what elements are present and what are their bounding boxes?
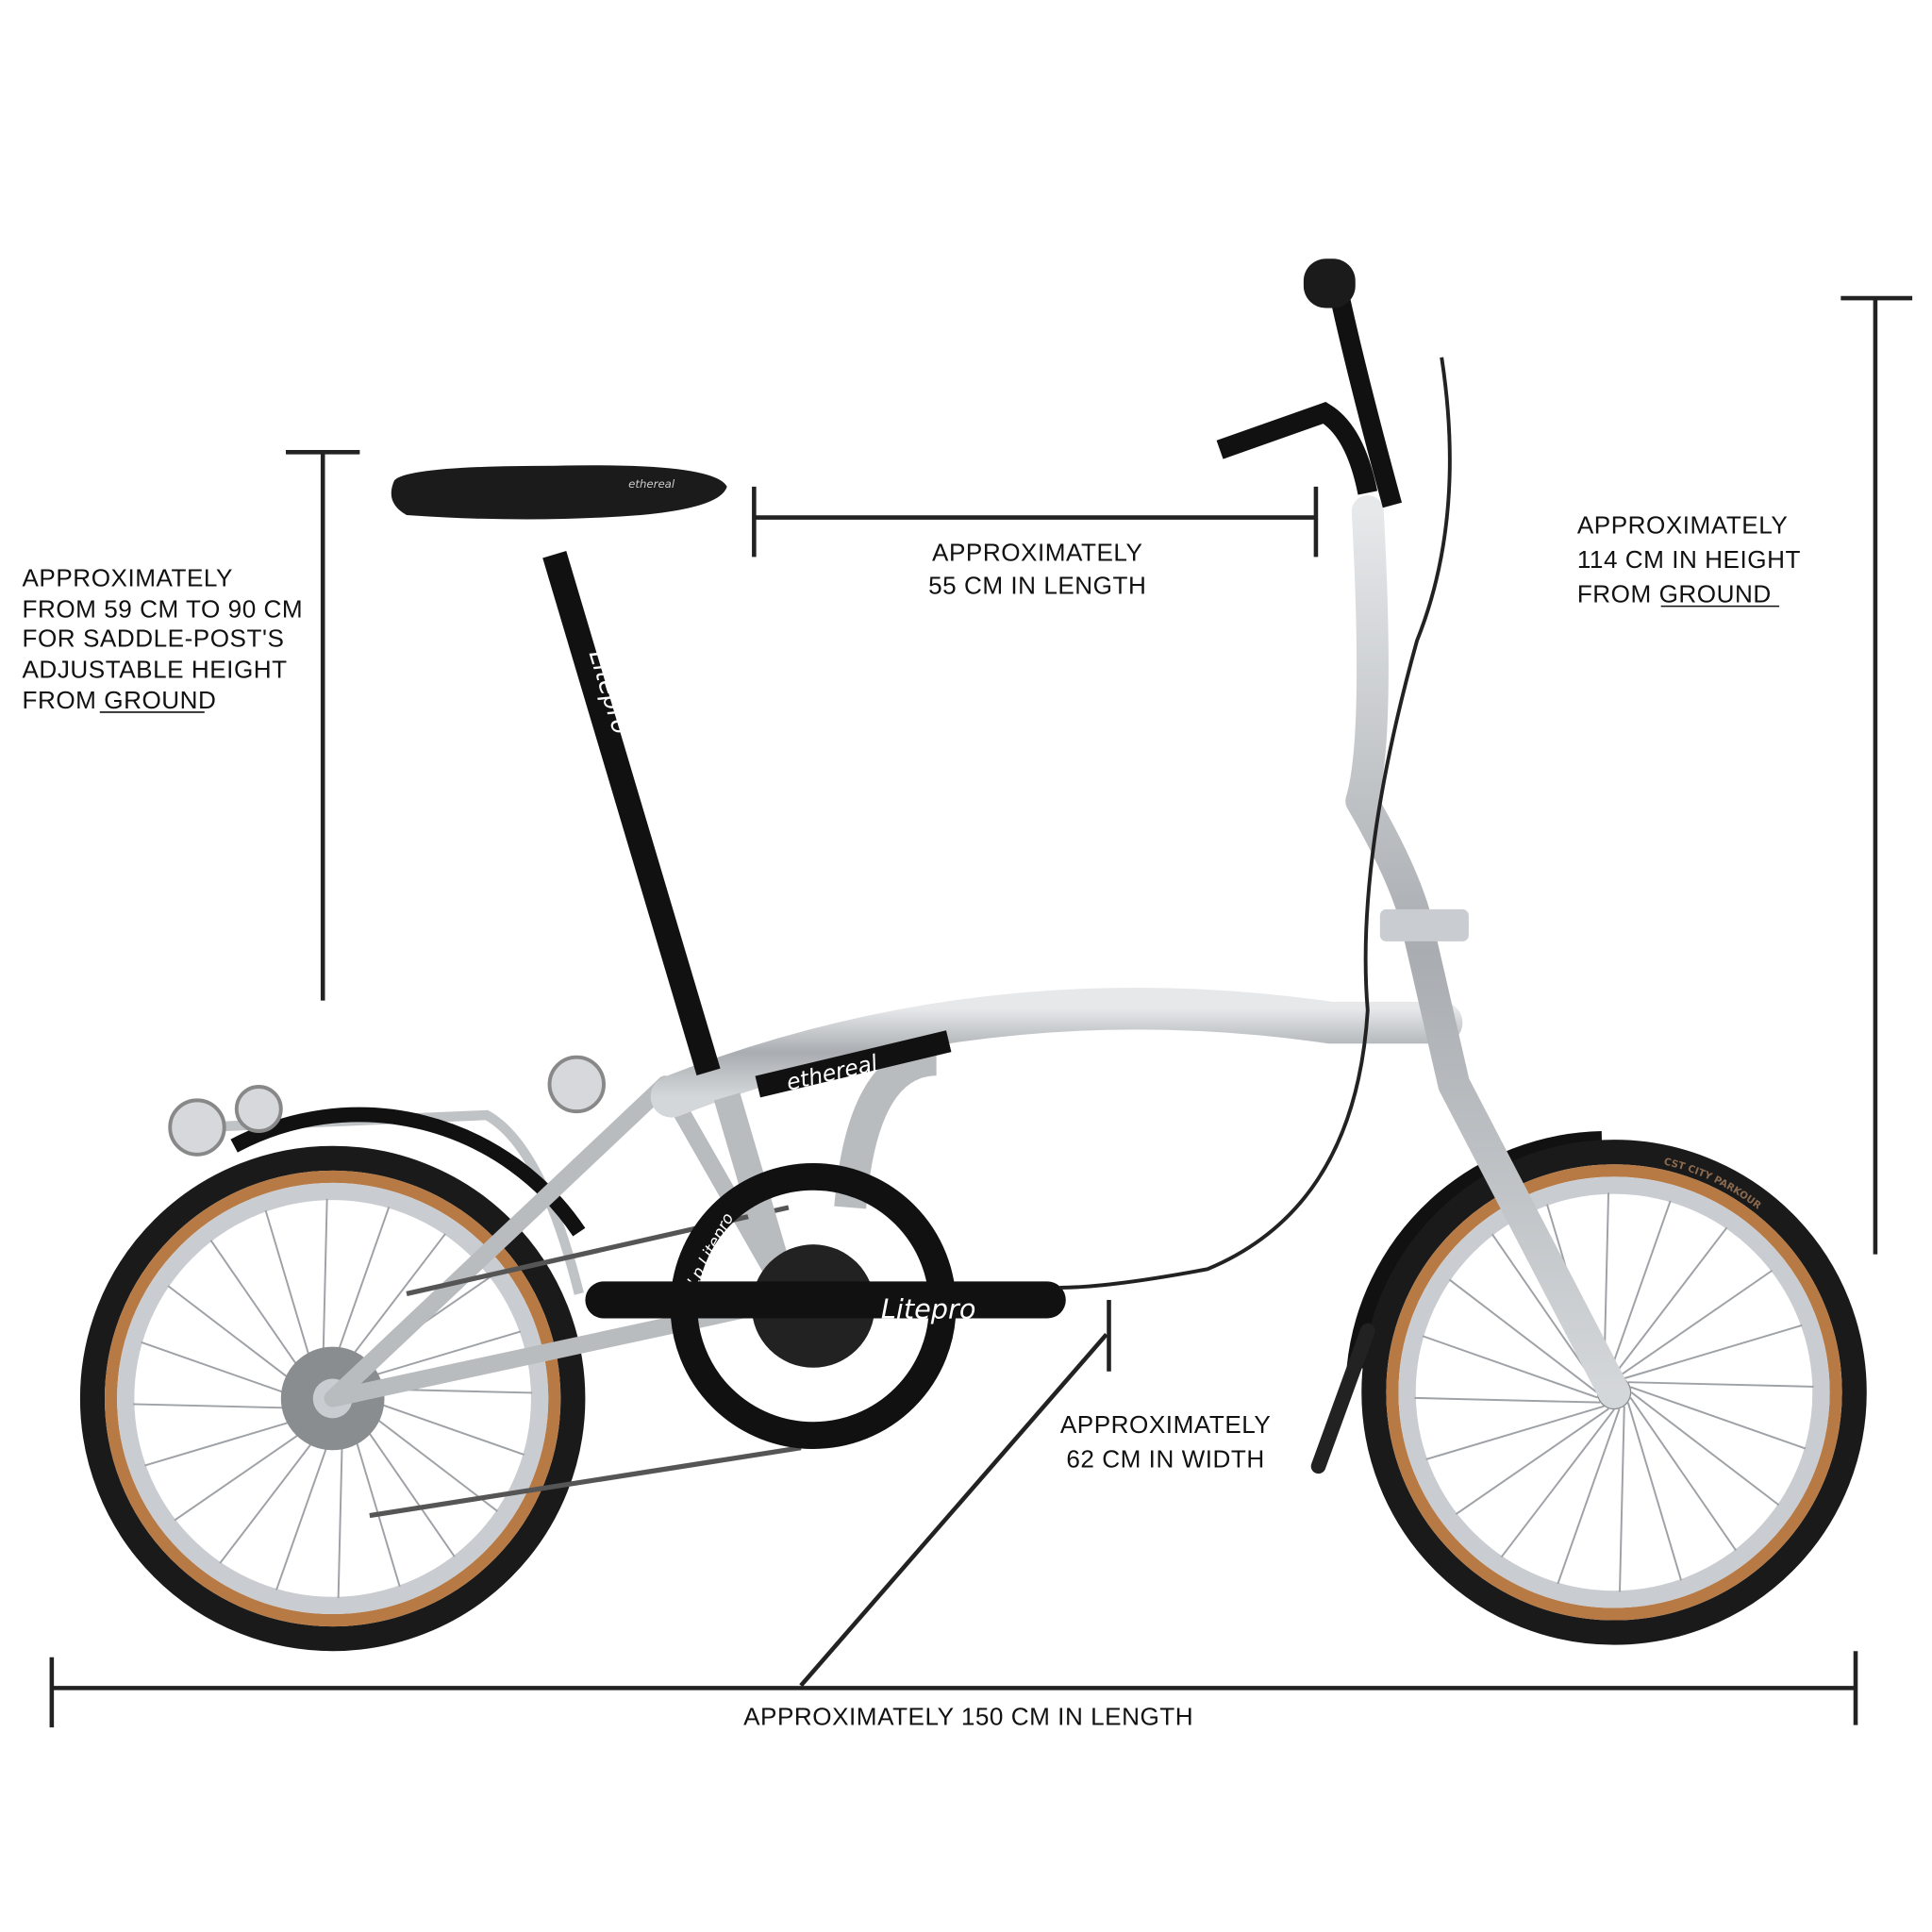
width-line-2: 62 CM IN WIDTH xyxy=(1066,1445,1264,1474)
spoke xyxy=(1624,1324,1803,1380)
width-line-1: APPROXIMATELY xyxy=(1060,1410,1271,1439)
spoke xyxy=(1557,1407,1621,1585)
saddle-logo: ethereal xyxy=(628,477,675,491)
width-dimension-line xyxy=(799,1299,1111,1688)
width-annotation: APPROXIMATELY 62 CM IN WIDTH xyxy=(1060,1410,1271,1474)
top-length-annotation: APPROXIMATELY 55 CM IN LENGTH xyxy=(928,538,1146,599)
spoke xyxy=(1500,1408,1615,1558)
front-wheel: CST CITY PARKOUR xyxy=(1346,1131,1867,1645)
saddle-height-dimension-line xyxy=(286,450,360,1001)
total-height-line-3: FROM GROUND xyxy=(1577,580,1772,608)
spoke xyxy=(1619,1406,1625,1592)
total-height-dimension-line xyxy=(1840,295,1913,1255)
spoke xyxy=(1414,1396,1601,1404)
spoke xyxy=(1422,1335,1598,1399)
saddle-height-line-3: FOR SADDLE-POST'S xyxy=(23,625,285,653)
spoke xyxy=(1425,1405,1605,1460)
spoke xyxy=(1626,1402,1683,1581)
spoke xyxy=(1613,1226,1728,1376)
saddle-height-line-2: FROM 59 CM TO 90 CM xyxy=(23,594,304,623)
folding-bike-illustration: CST CITY PARKOUR Lp Litepro Litepro Lite… xyxy=(79,258,1867,1652)
top-length-line-1: APPROXIMATELY xyxy=(932,538,1142,566)
spoke xyxy=(1629,1397,1737,1552)
total-height-annotation: APPROXIMATELY 114 CM IN HEIGHT FROM GROU… xyxy=(1577,511,1801,608)
spoke xyxy=(1630,1391,1780,1507)
top-length-dimension-line xyxy=(752,486,1319,558)
total-height-line-1: APPROXIMATELY xyxy=(1577,511,1788,540)
spoke xyxy=(1627,1381,1814,1388)
saddle-height-annotation: APPROXIMATELY FROM 59 CM TO 90 CM FOR SA… xyxy=(23,564,304,714)
spoke xyxy=(1607,1200,1672,1376)
rear-wheel xyxy=(79,1145,586,1652)
spoke xyxy=(1455,1407,1609,1515)
crank-logo: Litepro xyxy=(881,1293,976,1325)
ground-underlined: GROUND xyxy=(1659,580,1772,608)
ground-underlined: GROUND xyxy=(104,686,216,714)
top-length-line-2: 55 CM IN LENGTH xyxy=(928,572,1146,600)
saddle-height-line-4: ADJUSTABLE HEIGHT xyxy=(23,655,288,683)
saddle-height-line-1: APPROXIMATELY xyxy=(23,564,233,592)
total-length-dimension-line xyxy=(49,1651,1858,1728)
spoke xyxy=(1630,1386,1807,1450)
saddle-height-line-5: FROM GROUND xyxy=(23,686,217,714)
spoke xyxy=(1619,1269,1774,1377)
spoke xyxy=(1448,1278,1598,1393)
spokes xyxy=(1414,1192,1814,1592)
total-length-annotation: APPROXIMATELY 150 CM IN LENGTH xyxy=(743,1703,1193,1731)
total-height-line-2: 114 CM IN HEIGHT xyxy=(1577,545,1801,574)
